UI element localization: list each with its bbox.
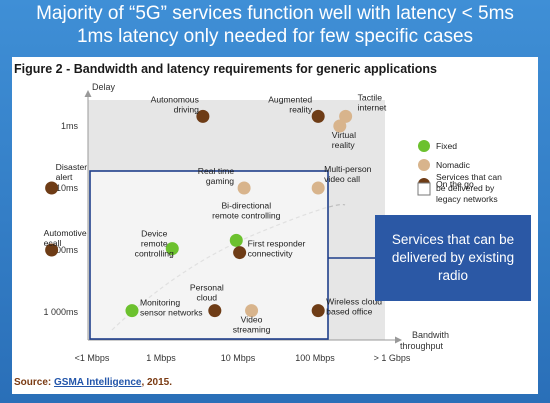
source-link[interactable]: GSMA Intelligence (54, 377, 142, 388)
point-virtual-reality (333, 119, 347, 133)
point-real-time-gaming (237, 181, 251, 195)
legend-label-nomadic: Nomadic (436, 160, 471, 170)
x-tick-label: <1 Mbps (75, 353, 110, 363)
x-tick-label: > 1 Gbps (374, 353, 411, 363)
point-personal-cloud (208, 304, 222, 318)
y-tick-label: 100ms (51, 245, 79, 255)
source-prefix: Source: (14, 377, 55, 388)
x-tick-label: 10 Mbps (221, 353, 256, 363)
point-device-remote-controlling (165, 242, 179, 256)
legend-marker-fixed (418, 140, 430, 152)
point-multi-person-video-call (311, 181, 325, 195)
headline-line-1: Majority of “5G” services function well … (36, 3, 514, 24)
legend-label-fixed: Fixed (436, 141, 457, 151)
y-tick-label: 10ms (56, 183, 79, 193)
point-autonomous-driving (196, 109, 210, 123)
y-tick-label: 1ms (61, 121, 79, 131)
source-line: Source: GSMA Intelligence, 2015. (14, 377, 172, 388)
y-axis-label: Delay (92, 82, 116, 92)
point-augmented-reality (311, 109, 325, 123)
point-tactile-internet (339, 109, 353, 123)
legend-label-on-the-go: On the go (436, 179, 474, 189)
point-video-streaming (245, 304, 259, 318)
x-tick-label: 100 Mbps (295, 353, 335, 363)
point-wireless-cloud-based-office (311, 304, 325, 318)
figure-title: Figure 2 - Bandwidth and latency require… (14, 62, 437, 76)
headline-line-2: 1ms latency only needed for few specific… (76, 26, 474, 47)
callout-box: Services that can be delivered by existi… (375, 215, 531, 301)
x-tick-label: 1 Mbps (146, 353, 176, 363)
point-first-responder-connectivity (233, 246, 247, 260)
point-monitoring-sensor-networks (125, 304, 139, 318)
point-bi-directional-remote-controlling (229, 233, 243, 247)
point-automotive-ecall (45, 243, 59, 257)
legend-marker-legacy (417, 182, 431, 196)
y-tick-label: 1 000ms (43, 307, 78, 317)
point-disaster-alert (45, 181, 59, 195)
source-suffix: , 2015. (141, 377, 173, 388)
legend-marker-nomadic (418, 159, 430, 171)
